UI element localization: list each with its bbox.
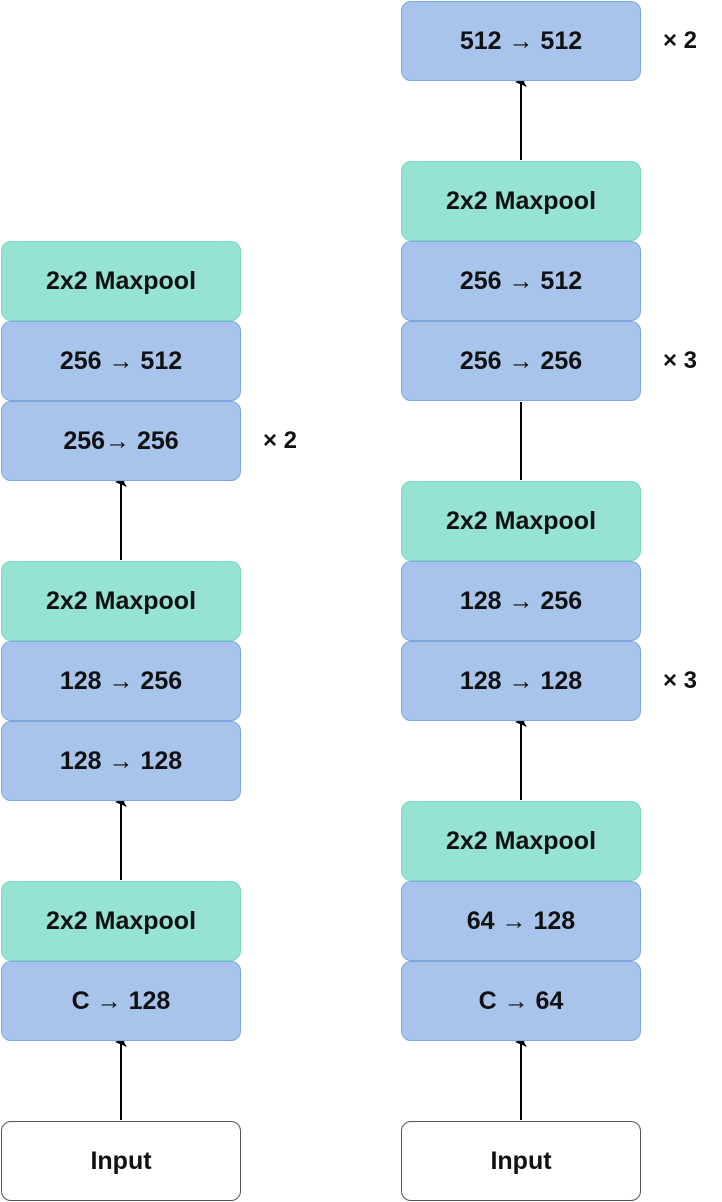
- box-label: 64 → 128: [466, 906, 576, 935]
- box-label: 2x2 Maxpool: [45, 266, 197, 295]
- right-conv-c-64: C → 64: [401, 961, 641, 1041]
- box-label: 128 → 128: [59, 746, 183, 775]
- right-conv-512-512: 512 → 512: [401, 1, 641, 81]
- box-label: 256 → 512: [459, 266, 583, 295]
- box-label: 512 → 512: [459, 26, 583, 55]
- right-conv-128-128: 128 → 128: [401, 641, 641, 721]
- left-conv-c-128: C → 128: [1, 961, 241, 1041]
- box-label: C → 64: [478, 986, 564, 1015]
- box-label: Input: [490, 1146, 552, 1175]
- right-repeat-256: × 3: [663, 347, 698, 374]
- box-label: 256→ 256: [63, 426, 179, 455]
- left-conv-256-256: 256→ 256: [1, 401, 241, 481]
- box-label: 2x2 Maxpool: [445, 186, 597, 215]
- box-label: 128 → 256: [459, 586, 583, 615]
- left-input: Input: [1, 1121, 241, 1201]
- box-label: 2x2 Maxpool: [45, 906, 197, 935]
- left-maxpool-1: 2x2 Maxpool: [1, 881, 241, 961]
- left-conv-256-512: 256 → 512: [1, 321, 241, 401]
- right-maxpool-3: 2x2 Maxpool: [401, 161, 641, 241]
- left-repeat-256: × 2: [263, 427, 298, 454]
- box-label: 256 → 512: [59, 346, 183, 375]
- box-label: 2x2 Maxpool: [445, 506, 597, 535]
- left-maxpool-2: 2x2 Maxpool: [1, 561, 241, 641]
- box-label: 2x2 Maxpool: [45, 586, 197, 615]
- box-label: Input: [90, 1146, 152, 1175]
- box-label: 128 → 256: [59, 666, 183, 695]
- right-conv-128-256: 128 → 256: [401, 561, 641, 641]
- right-repeat-512: × 2: [663, 27, 698, 54]
- right-conv-256-512: 256 → 512: [401, 241, 641, 321]
- right-conv-64-128: 64 → 128: [401, 881, 641, 961]
- box-label: 2x2 Maxpool: [445, 826, 597, 855]
- right-conv-256-256: 256 → 256: [401, 321, 641, 401]
- box-label: C → 128: [71, 986, 171, 1015]
- right-repeat-128: × 3: [663, 667, 698, 694]
- right-maxpool-1: 2x2 Maxpool: [401, 801, 641, 881]
- box-label: 256 → 256: [459, 346, 583, 375]
- right-maxpool-2: 2x2 Maxpool: [401, 481, 641, 561]
- right-input: Input: [401, 1121, 641, 1201]
- box-label: 128 → 128: [459, 666, 583, 695]
- left-conv-128-128: 128 → 128: [1, 721, 241, 801]
- left-maxpool-3: 2x2 Maxpool: [1, 241, 241, 321]
- left-conv-128-256: 128 → 256: [1, 641, 241, 721]
